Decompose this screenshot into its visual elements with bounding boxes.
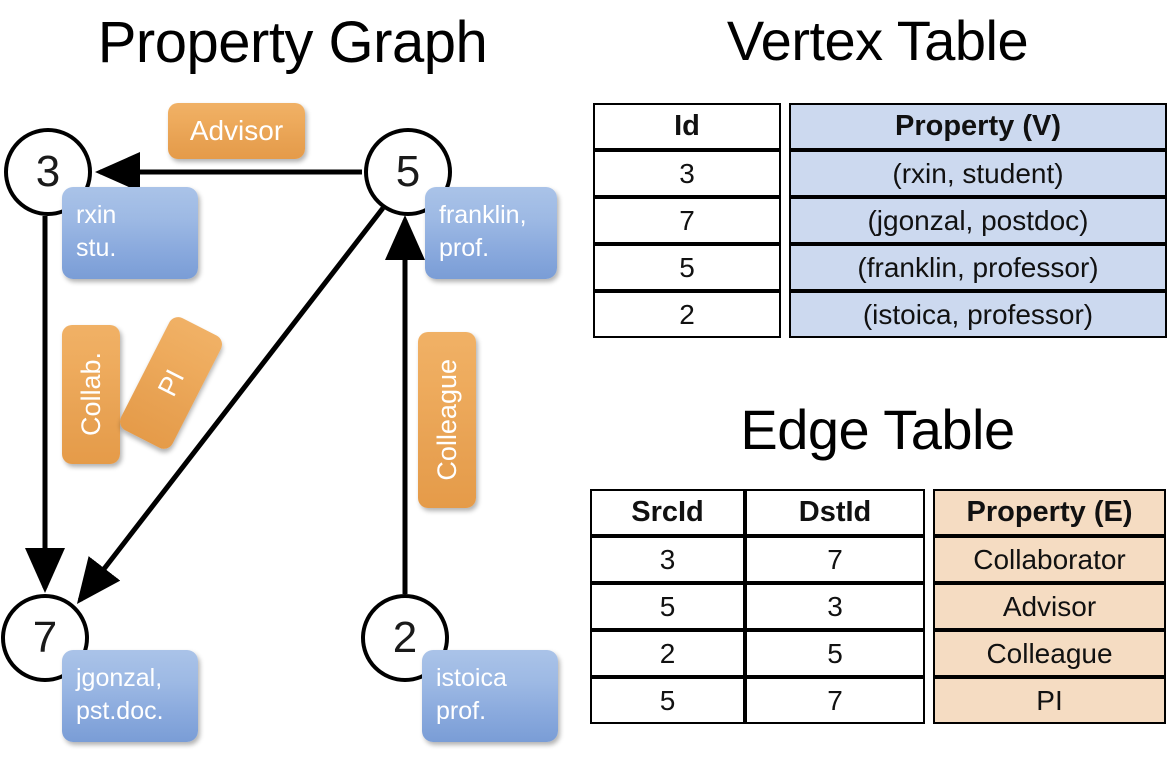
table-row[interactable]: 5 3 Advisor: [590, 583, 1166, 630]
edge-table-header-dstid: DstId: [745, 489, 925, 536]
edge-row-srcid: 5: [590, 583, 745, 630]
edge-row-dstid: 3: [745, 583, 925, 630]
vertex-row-property: (istoica, professor): [789, 291, 1167, 338]
property-graph-diagram: 3 5 7 2 rxin stu. franklin, prof. jgonza…: [1, 103, 558, 742]
vertex-table-header-property: Property (V): [789, 103, 1167, 150]
column-spacer: [781, 103, 789, 150]
edge-label-text: Collab.: [75, 352, 106, 437]
vertex-id-label: 5: [395, 147, 421, 196]
vertex-table-header-id: Id: [593, 103, 781, 150]
vertex-property-box-franklin: franklin, prof.: [425, 187, 557, 279]
graph-edge-arrows: [25, 152, 425, 604]
vertex-id-label: 3: [35, 147, 61, 196]
vertex-id-label: 2: [392, 613, 418, 662]
edge-table-header-srcid: SrcId: [590, 489, 745, 536]
edge-row-property: Colleague: [933, 630, 1166, 677]
column-spacer: [925, 677, 933, 724]
edge-row-srcid: 5: [590, 677, 745, 724]
edge-label-collab: Collab.: [62, 325, 120, 464]
table-row[interactable]: 7 (jgonzal, postdoc): [593, 197, 1167, 244]
edge-row-property: Collaborator: [933, 536, 1166, 583]
edge-row-dstid: 7: [745, 536, 925, 583]
column-spacer: [925, 536, 933, 583]
column-spacer: [781, 291, 789, 338]
edge-label-text: Advisor: [189, 115, 284, 146]
table-row[interactable]: 5 7 PI: [590, 677, 1166, 724]
vertex-table: Id Property (V) 3 (rxin, student) 7 (jgo…: [593, 103, 1167, 338]
column-spacer: [781, 150, 789, 197]
column-spacer: [925, 583, 933, 630]
edge-label-colleague: Colleague: [418, 332, 476, 508]
graph-vertex-5[interactable]: 5: [364, 128, 452, 216]
column-spacer: [781, 244, 789, 291]
vertex-row-id: 7: [593, 197, 781, 244]
table-row[interactable]: 5 (franklin, professor): [593, 244, 1167, 291]
edge-row-dstid: 7: [745, 677, 925, 724]
vertex-id-label: 7: [32, 613, 58, 662]
edge-table: SrcId DstId Property (E) 3 7 Collaborato…: [590, 489, 1166, 724]
page-title-property-graph: Property Graph: [97, 10, 488, 75]
edge-row-property: Advisor: [933, 583, 1166, 630]
page-title-vertex-table: Vertex Table: [726, 9, 1029, 72]
vertex-row-id: 5: [593, 244, 781, 291]
edge-row-property: PI: [933, 677, 1166, 724]
vertex-row-id: 2: [593, 291, 781, 338]
edge-row-dstid: 5: [745, 630, 925, 677]
table-header-row: SrcId DstId Property (E): [590, 489, 1166, 536]
vertex-property-box-istoica: istoica prof.: [422, 650, 558, 742]
vertex-row-property: (jgonzal, postdoc): [789, 197, 1167, 244]
edge-arrow-pi: [76, 206, 385, 604]
vertex-property-box-rxin: rxin stu.: [62, 187, 198, 279]
column-spacer: [781, 197, 789, 244]
vertex-row-property: (rxin, student): [789, 150, 1167, 197]
edge-label-text: PI: [151, 364, 190, 401]
table-row[interactable]: 3 7 Collaborator: [590, 536, 1166, 583]
vertex-property-box-jgonzal: jgonzal, pst.doc.: [62, 650, 198, 742]
column-spacer: [925, 489, 933, 536]
graph-vertex-2[interactable]: 2: [361, 594, 449, 682]
vertex-row-property: (franklin, professor): [789, 244, 1167, 291]
edge-row-srcid: 2: [590, 630, 745, 677]
edge-row-srcid: 3: [590, 536, 745, 583]
table-row[interactable]: 2 (istoica, professor): [593, 291, 1167, 338]
column-spacer: [925, 630, 933, 677]
edge-label-text: Colleague: [431, 359, 462, 481]
page-title-edge-table: Edge Table: [740, 398, 1015, 461]
table-header-row: Id Property (V): [593, 103, 1167, 150]
edge-table-header-property: Property (E): [933, 489, 1166, 536]
vertex-row-id: 3: [593, 150, 781, 197]
table-row[interactable]: 2 5 Colleague: [590, 630, 1166, 677]
table-row[interactable]: 3 (rxin, student): [593, 150, 1167, 197]
edge-label-advisor: Advisor: [168, 103, 305, 159]
